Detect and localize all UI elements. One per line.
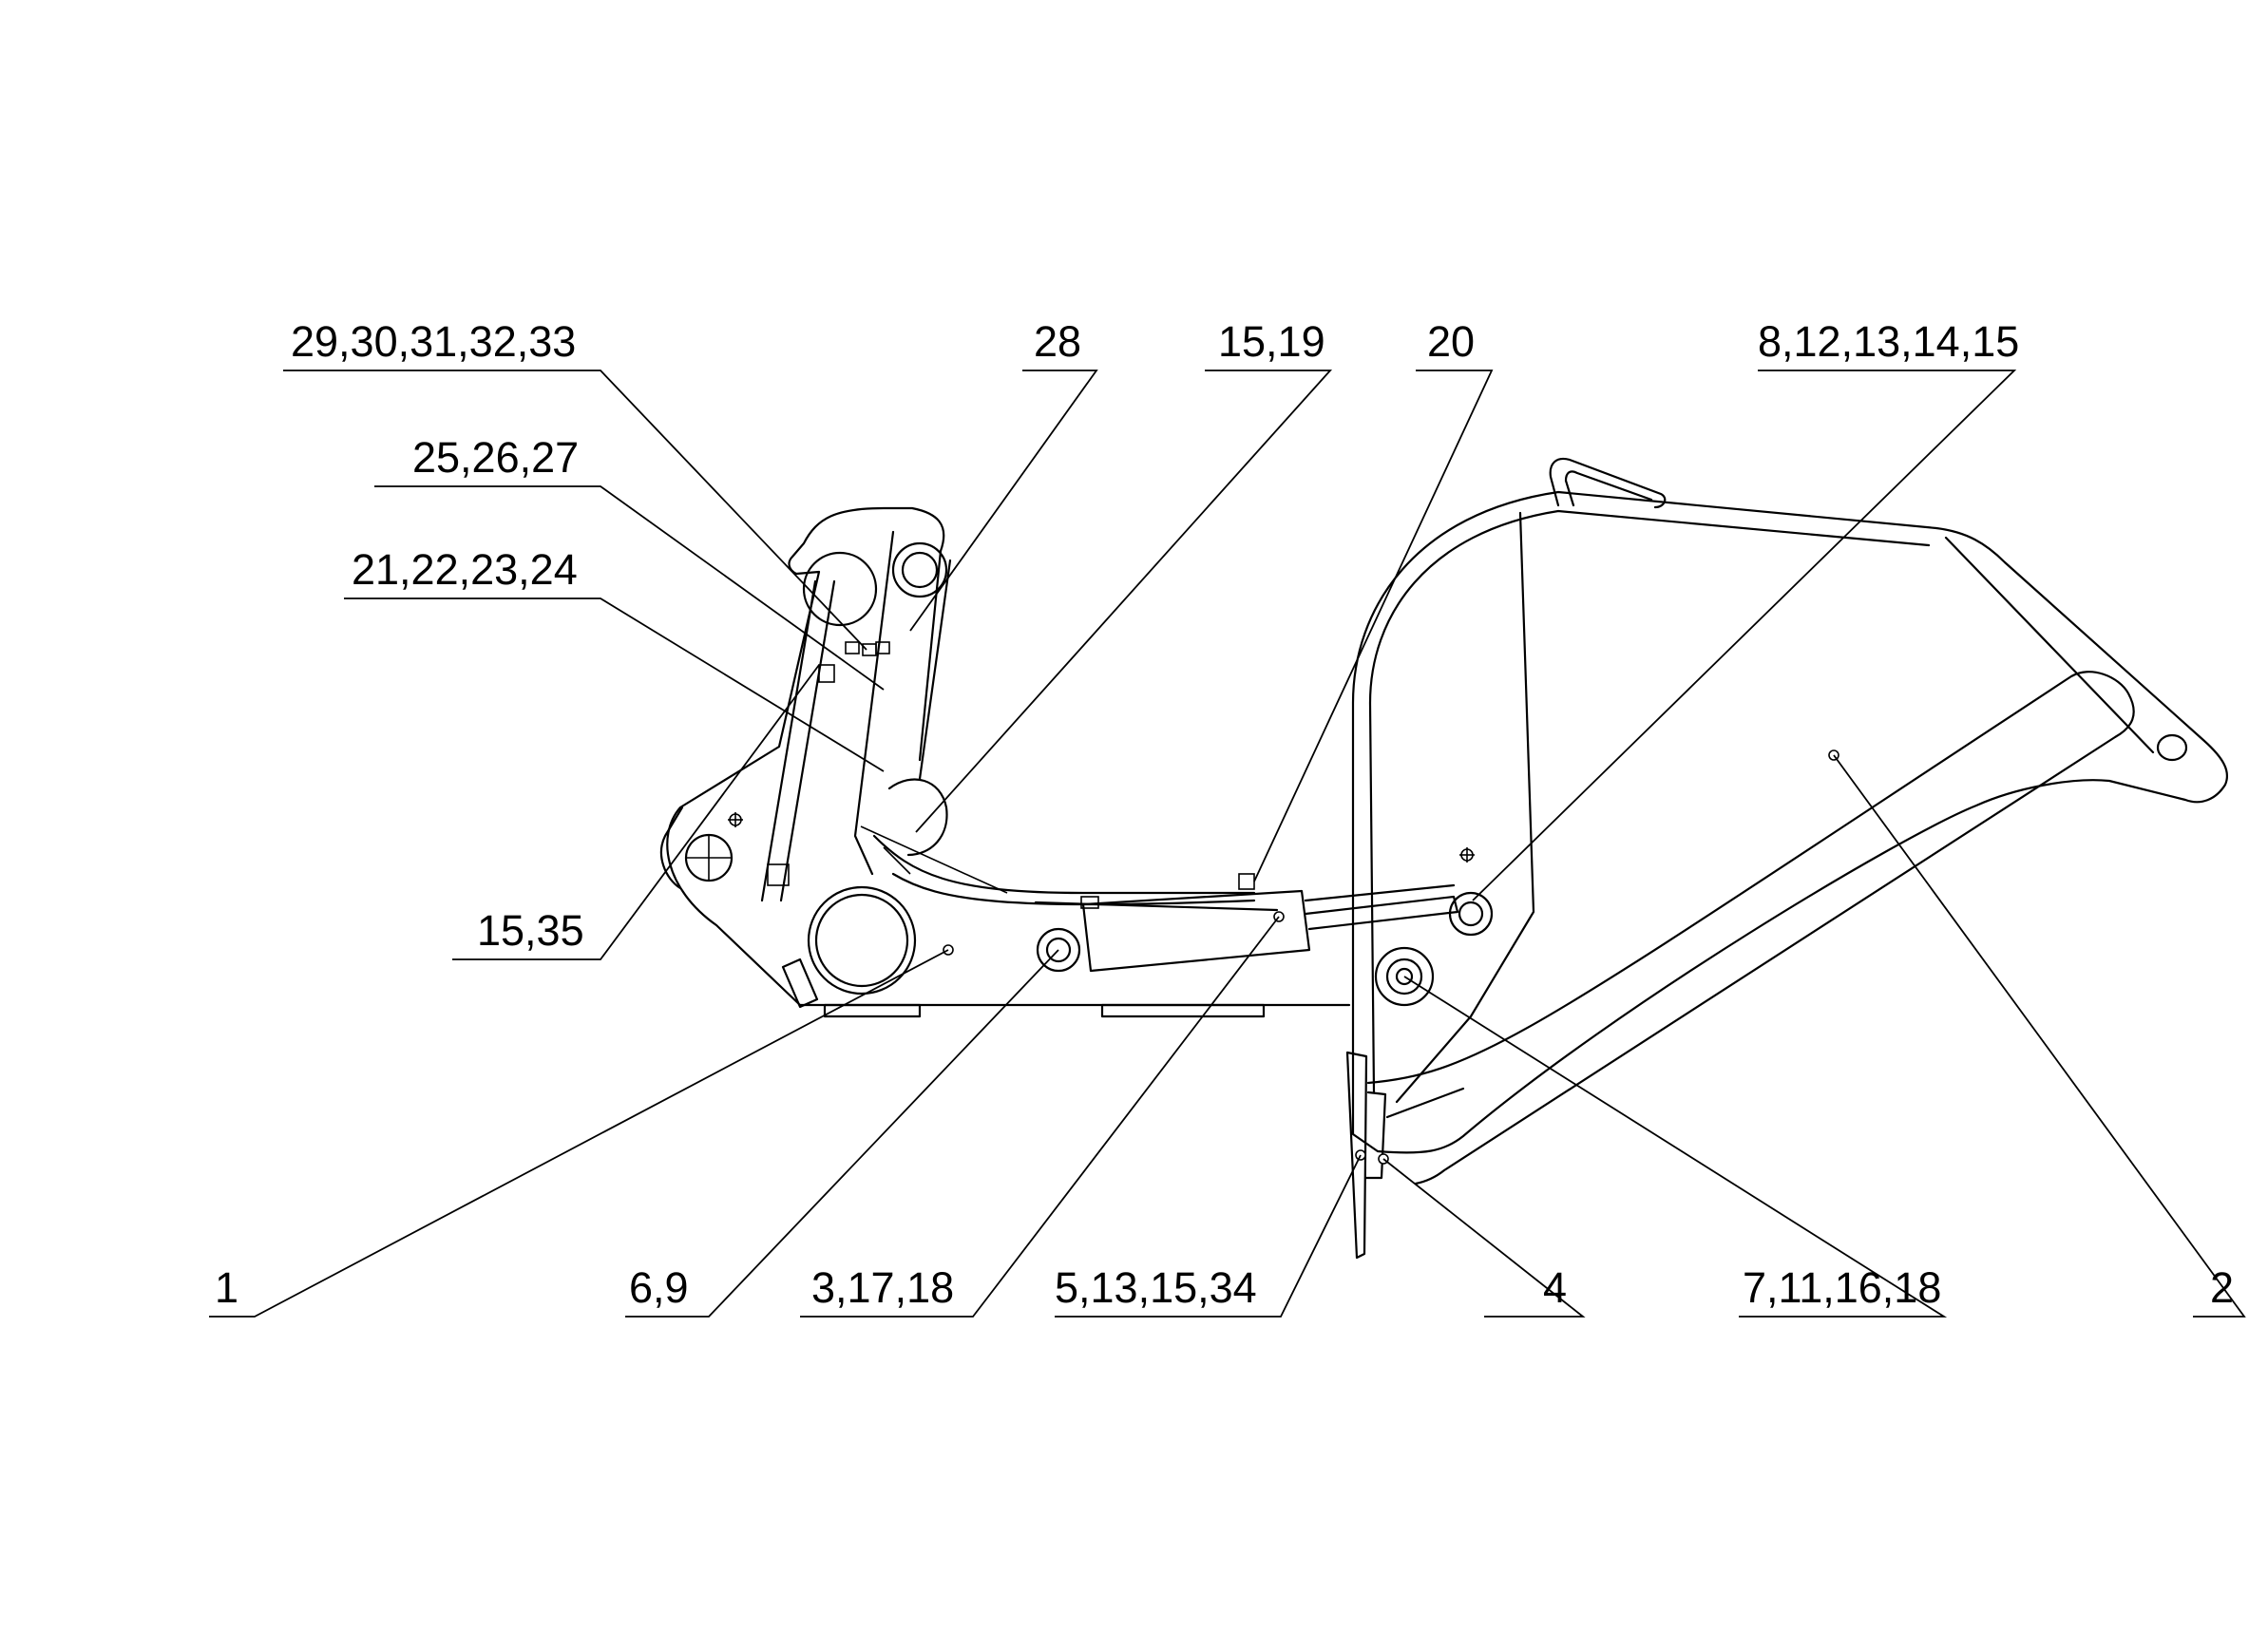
callout-21-22-23-24: 21,22,23,24 bbox=[352, 545, 578, 594]
hydraulic-cylinder bbox=[1034, 847, 1494, 973]
callout-1: 1 bbox=[215, 1263, 238, 1312]
callout-7-11-16-18: 7,11,16,18 bbox=[1743, 1263, 1941, 1312]
callout-6-9: 6,9 bbox=[629, 1263, 689, 1312]
callout-5-13-15-34: 5,13,15,34 bbox=[1055, 1263, 1257, 1312]
callout-3-17-18: 3,17,18 bbox=[811, 1263, 954, 1312]
callout-15-35: 15,35 bbox=[477, 906, 584, 955]
lower-pivot-assembly bbox=[1345, 946, 1435, 1260]
callout-20: 20 bbox=[1427, 317, 1475, 366]
callout-2: 2 bbox=[2210, 1263, 2234, 1312]
main-frame bbox=[660, 506, 1351, 1018]
callout-8-12-13-14-15: 8,12,13,14,15 bbox=[1758, 317, 2019, 366]
callout-28: 28 bbox=[1034, 317, 1081, 366]
callout-labels: 29,30,31,32,33 28 15,19 20 8,12,13,14,15… bbox=[215, 317, 2234, 1312]
callout-29-30-31-32-33: 29,30,31,32,33 bbox=[291, 317, 576, 366]
bucket-body bbox=[1351, 457, 2229, 1185]
callout-4: 4 bbox=[1543, 1263, 1567, 1312]
leader-lines bbox=[209, 370, 2246, 1318]
callout-25-26-27: 25,26,27 bbox=[412, 433, 579, 482]
callout-15-19: 15,19 bbox=[1218, 317, 1325, 366]
